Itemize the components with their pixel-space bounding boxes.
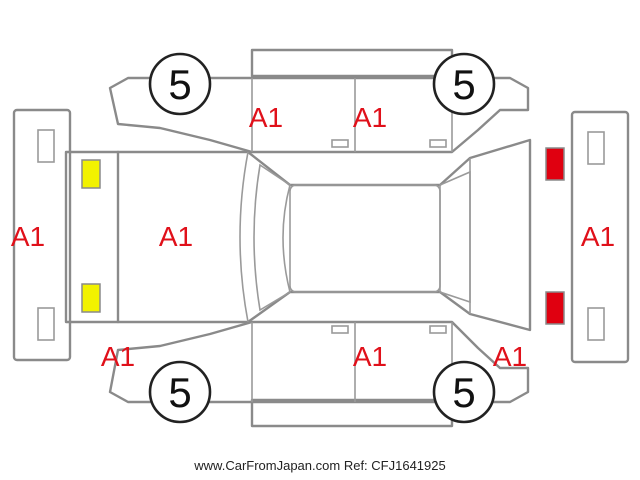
wheel-rear-left-value: 5 xyxy=(452,61,475,108)
code-front-bumper: A1 xyxy=(11,221,45,252)
front-bumper xyxy=(12,108,72,362)
taillight-bottom xyxy=(545,291,565,325)
headlight-bottom xyxy=(81,283,101,313)
wheel-front-left: 5 xyxy=(148,52,212,116)
headlight-top xyxy=(81,159,101,189)
wheel-front-right-value: 5 xyxy=(168,369,191,416)
taillight-top xyxy=(545,147,565,181)
wheel-front-right: 5 xyxy=(148,360,212,424)
wheel-rear-right: 5 xyxy=(432,360,496,424)
code-rear-door-top: A1 xyxy=(353,102,387,133)
code-rear-fender-bottom: A1 xyxy=(493,341,527,372)
wheel-rear-left: 5 xyxy=(432,52,496,116)
car-body-top-view xyxy=(64,138,532,332)
code-front-door-top: A1 xyxy=(249,102,283,133)
code-door-bottom: A1 xyxy=(353,341,387,372)
code-hood: A1 xyxy=(159,221,193,252)
code-front-fender-bottom: A1 xyxy=(101,341,135,372)
code-rear-bumper: A1 xyxy=(581,221,615,252)
wheel-rear-right-value: 5 xyxy=(452,369,475,416)
wheel-front-left-value: 5 xyxy=(168,61,191,108)
footer-site: www.CarFromJapan.com xyxy=(194,458,341,473)
footer-watermark: www.CarFromJapan.com Ref: CFJ1641925 xyxy=(0,458,640,473)
rear-bumper xyxy=(570,110,630,364)
footer-ref: Ref: CFJ1641925 xyxy=(343,458,446,473)
